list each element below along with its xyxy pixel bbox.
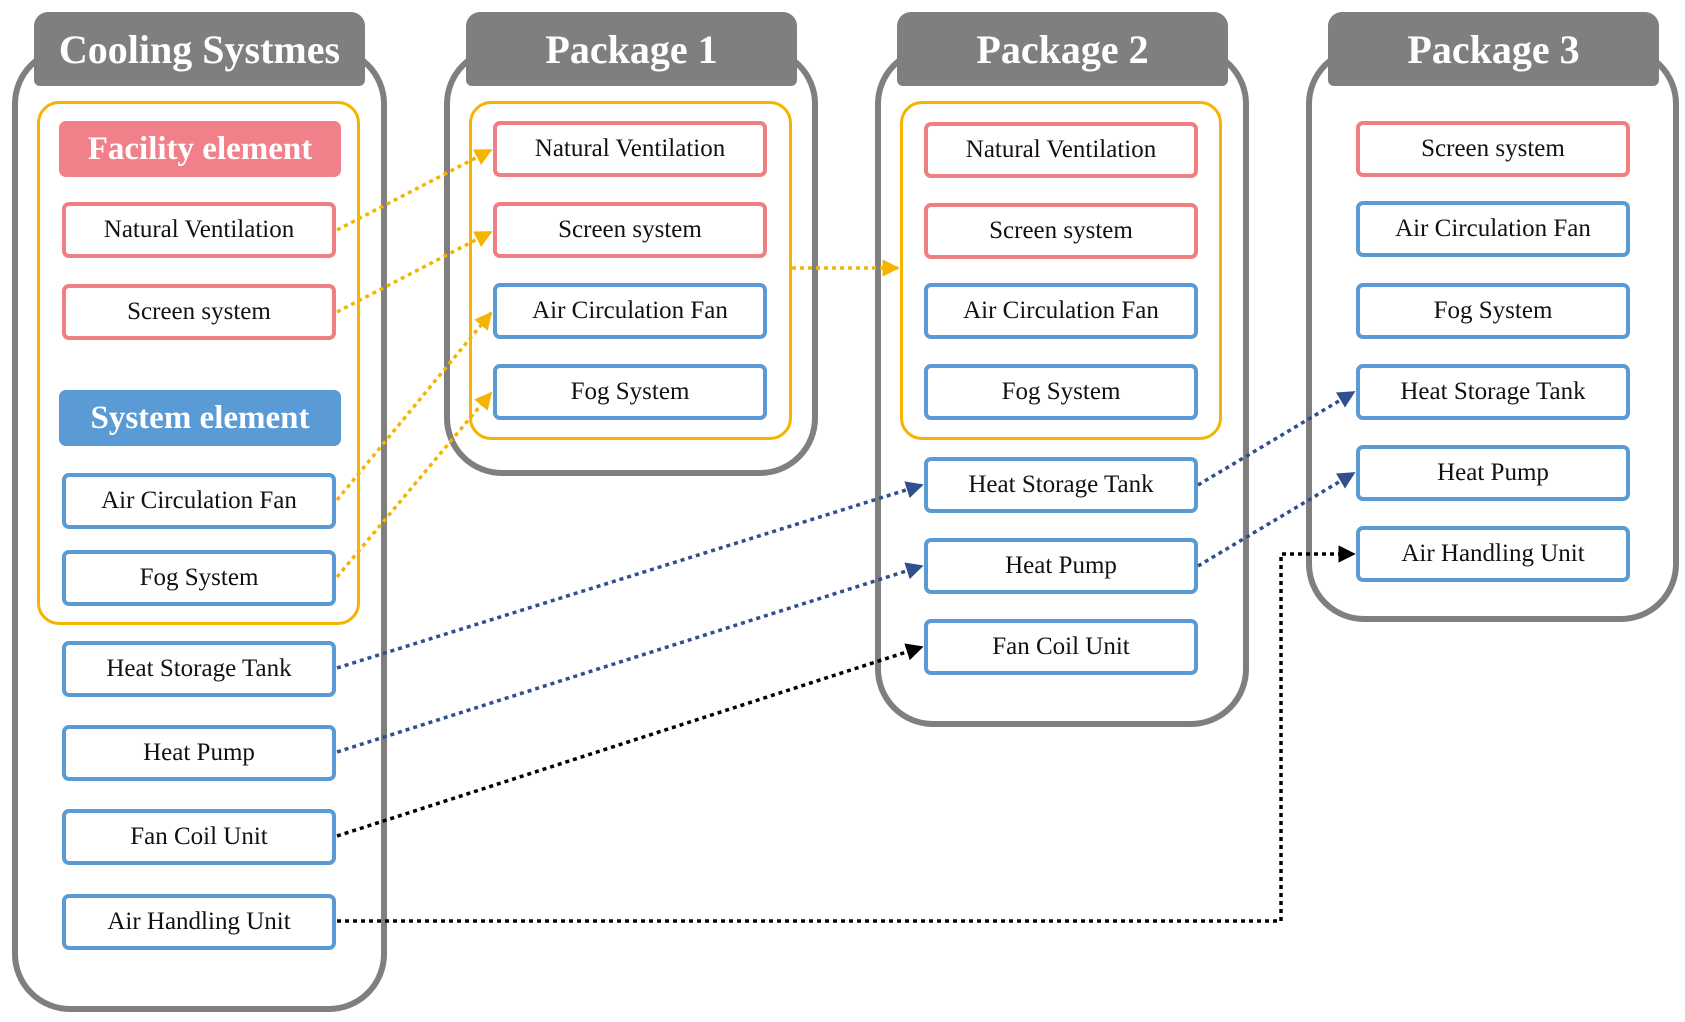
package-2-title: Package 2: [897, 12, 1228, 86]
cs-heat-pump: Heat Pump: [62, 725, 336, 781]
p3-air-circulation-fan: Air Circulation Fan: [1356, 201, 1630, 257]
cooling-systems-title: Cooling Systmes: [34, 12, 365, 86]
cs-air-circulation-fan: Air Circulation Fan: [62, 473, 336, 529]
cs-heat-storage-tank: Heat Storage Tank: [62, 641, 336, 697]
cs-fog-system: Fog System: [62, 550, 336, 606]
p2-fan-coil-unit: Fan Coil Unit: [924, 619, 1198, 675]
arrow-fan-coil-unit-to-p2: [336, 643, 924, 838]
p2-fog-system: Fog System: [924, 364, 1198, 420]
facility-element-label: Facility element: [59, 121, 341, 177]
p1-air-circulation-fan: Air Circulation Fan: [493, 283, 767, 339]
cooling-systems-group: [37, 101, 360, 625]
system-element-label: System element: [59, 390, 341, 446]
p2-heat-storage-tank: Heat Storage Tank: [924, 457, 1198, 513]
p3-screen-system: Screen system: [1356, 121, 1630, 177]
cs-natural-ventilation: Natural Ventilation: [62, 202, 336, 258]
p2-natural-ventilation: Natural Ventilation: [924, 122, 1198, 178]
cs-screen-system: Screen system: [62, 284, 336, 340]
p2-air-circulation-fan: Air Circulation Fan: [924, 283, 1198, 339]
p3-fog-system: Fog System: [1356, 283, 1630, 339]
p1-natural-ventilation: Natural Ventilation: [493, 121, 767, 177]
p1-screen-system: Screen system: [493, 202, 767, 258]
package-3-title: Package 3: [1328, 12, 1659, 86]
cs-air-handling-unit: Air Handling Unit: [62, 894, 336, 950]
p3-air-handling-unit: Air Handling Unit: [1356, 526, 1630, 582]
p1-fog-system: Fog System: [493, 364, 767, 420]
arrow-heat-storage-tank-to-p2: [336, 481, 924, 670]
package-1-title: Package 1: [466, 12, 797, 86]
cs-fan-coil-unit: Fan Coil Unit: [62, 809, 336, 865]
p2-heat-pump: Heat Pump: [924, 538, 1198, 594]
package-2-group: [900, 101, 1222, 440]
arrow-heat-pump-to-p2: [336, 562, 924, 754]
p3-heat-storage-tank: Heat Storage Tank: [1356, 364, 1630, 420]
p2-screen-system: Screen system: [924, 203, 1198, 259]
p3-heat-pump: Heat Pump: [1356, 445, 1630, 501]
